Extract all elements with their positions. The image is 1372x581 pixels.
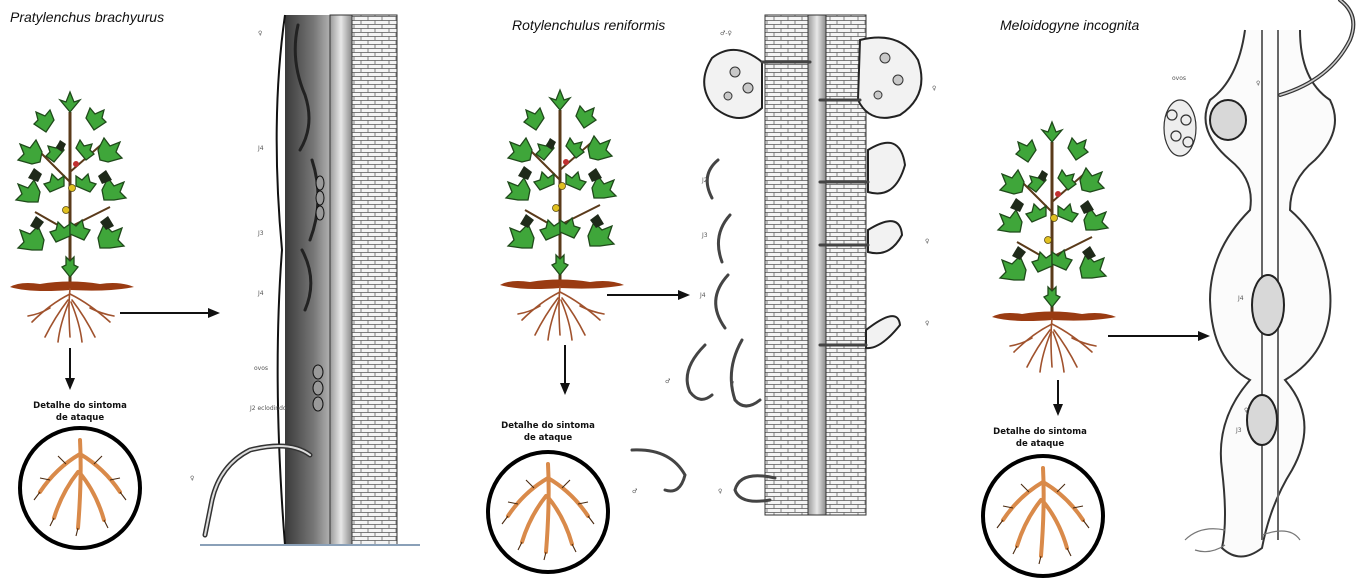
stage-label: ♀ — [925, 238, 929, 245]
stage-label: J4 — [699, 292, 706, 299]
caption-line2: de ataque — [56, 413, 104, 423]
caption-line2: de ataque — [1016, 439, 1064, 449]
right-arrow-head — [678, 290, 690, 300]
cotton-plant-icon — [10, 92, 134, 342]
panel-title: Meloidogyne incognita — [1000, 17, 1140, 33]
stage-label: ♀ — [258, 30, 262, 37]
panel-meloidogyne: Meloidogyne incognita Detalhe do sintoma… — [983, 0, 1353, 576]
panel-title: Rotylenchulus reniformis — [512, 17, 665, 33]
stage-label: J4 — [257, 290, 264, 297]
stage-label: J3 — [1235, 427, 1242, 434]
stage-label: ♂-♀ — [720, 30, 732, 37]
stage-label: J2 eclodindo — [249, 405, 287, 412]
down-arrow-head — [1053, 404, 1063, 416]
root-symptom-icon — [488, 452, 608, 572]
stage-label: J3 — [257, 230, 264, 237]
stage-label: J2 — [701, 177, 708, 184]
cotton-plant-icon — [992, 122, 1116, 372]
stage-label: ♀ — [190, 475, 194, 482]
panel-title: Pratylenchus brachyurus — [10, 9, 164, 25]
stage-label: ♀ — [932, 85, 936, 92]
stage-label: ovos — [254, 365, 268, 372]
stage-label: ♂ — [632, 488, 637, 495]
down-arrow-head — [65, 378, 75, 390]
down-arrow-head — [560, 383, 570, 395]
stage-label: J4 — [1237, 295, 1244, 302]
stage-label: ♂ — [665, 378, 670, 385]
root-symptom-icon — [20, 428, 140, 548]
root-section-illustration — [200, 15, 420, 545]
root-section-illustration — [632, 15, 921, 515]
caption-line1: Detalhe do sintoma — [33, 401, 127, 411]
right-arrow-head — [1198, 331, 1210, 341]
stage-label: ovos — [1172, 75, 1186, 82]
caption-line1: Detalhe do sintoma — [501, 421, 595, 431]
right-arrow-head — [208, 308, 220, 318]
stage-label: J4 — [257, 145, 264, 152]
root-symptom-icon — [983, 456, 1103, 576]
caption-line2: de ataque — [524, 433, 572, 443]
panel-pratylenchus: Pratylenchus brachyurus Detalhe do sinto… — [10, 9, 420, 548]
caption-line1: Detalhe do sintoma — [993, 427, 1087, 437]
stage-label: ♀ — [925, 320, 929, 327]
panel-rotylenchulus: Rotylenchulus reniformis Detalhe do sint… — [488, 15, 936, 572]
stage-label: ♀ — [718, 488, 722, 495]
stage-label: ♀ — [730, 380, 734, 387]
stage-label: ♀ — [1244, 407, 1248, 414]
cotton-plant-icon — [500, 90, 624, 340]
stage-label: ♀ — [1256, 80, 1260, 87]
stage-label: J3 — [701, 232, 708, 239]
